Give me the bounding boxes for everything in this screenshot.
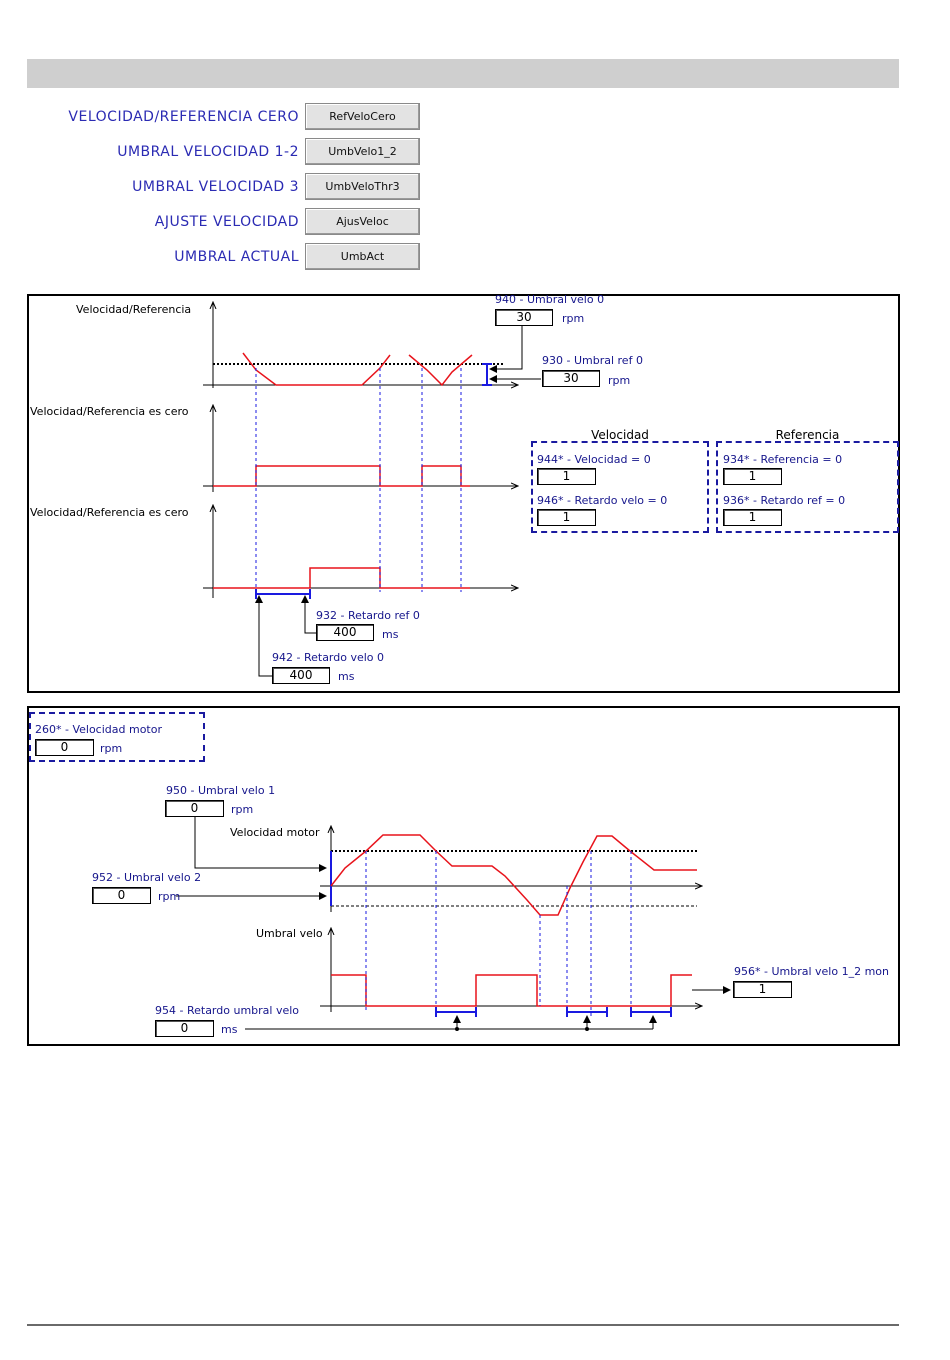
p950-label: 950 - Umbral velo 1 — [166, 784, 276, 797]
p936-field[interactable]: 1 — [723, 509, 782, 526]
p940-label: 940 - Umbral velo 0 — [495, 293, 605, 306]
p934-label: 934* - Referencia = 0 — [723, 453, 843, 466]
ajusveloc-button[interactable]: AjusVeloc — [305, 208, 420, 235]
nav-label-umbral-actual: UMBRAL ACTUAL — [174, 249, 299, 265]
p260-label: 260* - Velocidad motor — [35, 723, 162, 736]
zero-speed-panel — [27, 294, 900, 693]
nav-label-velocidad-referencia-cero: VELOCIDAD/REFERENCIA CERO — [68, 109, 299, 125]
p956-field[interactable]: 1 — [733, 981, 792, 998]
p942-unit: ms — [338, 670, 355, 683]
p932-label: 932 - Retardo ref 0 — [316, 609, 420, 622]
axis-label-es-cero-2: Velocidad/Referencia es cero — [30, 506, 189, 519]
p952-label: 952 - Umbral velo 2 — [92, 871, 202, 884]
axis-label-velocidad-motor: Velocidad motor — [230, 826, 320, 839]
p932-unit: ms — [382, 628, 399, 641]
nav-label-umbral-velocidad-3: UMBRAL VELOCIDAD 3 — [132, 179, 299, 195]
umbact-button[interactable]: UmbAct — [305, 243, 420, 270]
axis-label-es-cero-1: Velocidad/Referencia es cero — [30, 405, 189, 418]
p260-unit: rpm — [100, 742, 123, 755]
header-bar — [27, 59, 899, 88]
p930-label: 930 - Umbral ref 0 — [542, 354, 643, 367]
nav-label-umbral-velocidad-1-2: UMBRAL VELOCIDAD 1-2 — [117, 144, 299, 160]
refvelocero-button[interactable]: RefVeloCero — [305, 103, 420, 130]
velocidad-header: Velocidad — [591, 428, 649, 442]
p954-field[interactable]: 0 — [155, 1020, 214, 1037]
axis-label-velocidad-referencia: Velocidad/Referencia — [76, 303, 192, 316]
p952-field[interactable]: 0 — [92, 887, 151, 904]
umbvelothr3-button[interactable]: UmbVeloThr3 — [305, 173, 420, 200]
p936-label: 936* - Retardo ref = 0 — [723, 494, 846, 507]
p950-unit: rpm — [231, 803, 254, 816]
p952-unit: rpm — [158, 890, 181, 903]
p950-field[interactable]: 0 — [165, 800, 224, 817]
p946-label: 946* - Retardo velo = 0 — [537, 494, 668, 507]
velocidad-group — [531, 441, 709, 533]
p944-label: 944* - Velocidad = 0 — [537, 453, 651, 466]
p954-label: 954 - Retardo umbral velo — [155, 1004, 300, 1017]
p932-field[interactable]: 400 — [316, 624, 374, 641]
referencia-group — [716, 441, 899, 533]
p940-field[interactable]: 30 — [495, 309, 553, 326]
p934-field[interactable]: 1 — [723, 468, 782, 485]
p260-group — [29, 712, 205, 762]
p930-field[interactable]: 30 — [542, 370, 600, 387]
p942-label: 942 - Retardo velo 0 — [272, 651, 385, 664]
footer-divider — [27, 1324, 899, 1326]
p956-label: 956* - Umbral velo 1_2 mon — [734, 965, 889, 978]
p946-field[interactable]: 1 — [537, 509, 596, 526]
p260-field[interactable]: 0 — [35, 739, 94, 756]
nav-label-ajuste-velocidad: AJUSTE VELOCIDAD — [154, 214, 299, 230]
umbvelo1-2-button[interactable]: UmbVelo1_2 — [305, 138, 420, 165]
p954-unit: ms — [221, 1023, 238, 1036]
p930-unit: rpm — [608, 374, 631, 387]
p944-field[interactable]: 1 — [537, 468, 596, 485]
speed-threshold-panel — [27, 706, 900, 1046]
axis-label-umbral-velo: Umbral velo — [256, 927, 323, 940]
referencia-header: Referencia — [775, 428, 840, 442]
p942-field[interactable]: 400 — [272, 667, 330, 684]
p940-unit: rpm — [562, 312, 585, 325]
